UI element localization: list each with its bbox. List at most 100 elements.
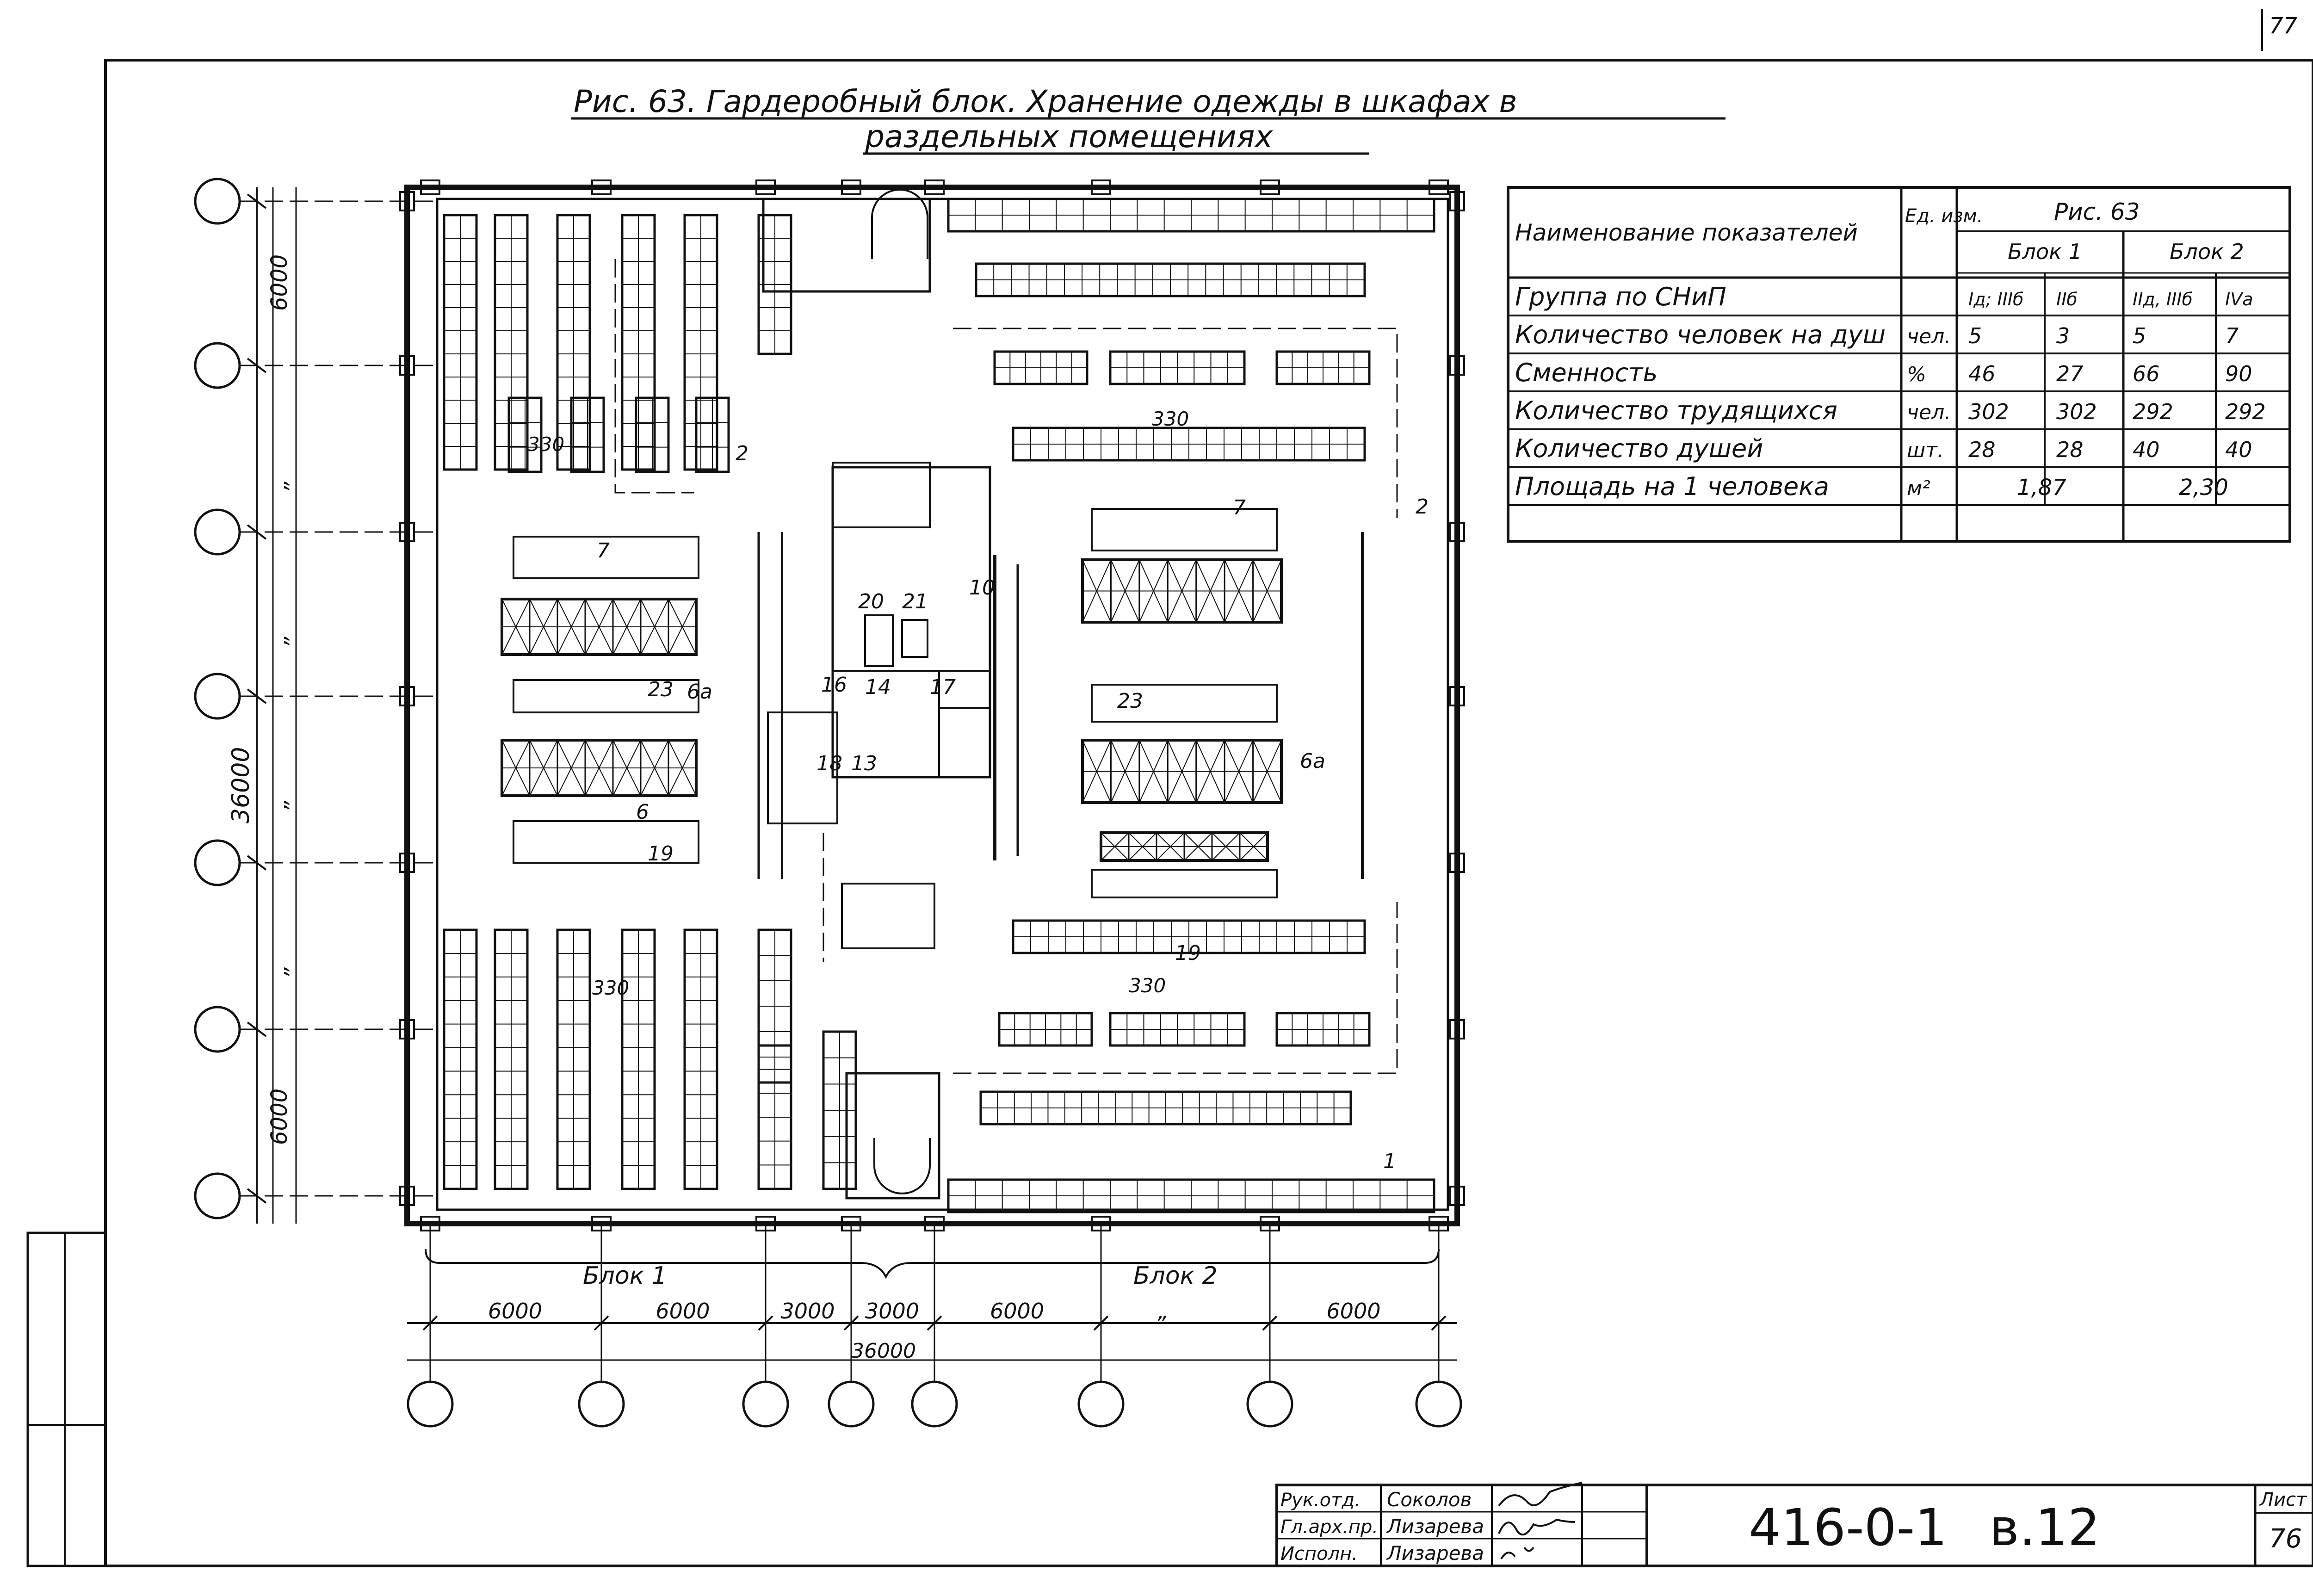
bottom-dim-0: 6000 bbox=[488, 1299, 542, 1324]
stamp-name: Лизарева bbox=[1386, 1515, 1484, 1538]
signatures bbox=[1498, 1482, 1583, 1560]
grid-bubble-row-4 bbox=[194, 839, 241, 886]
grid-bubble-col-2 bbox=[742, 1380, 789, 1428]
grid-bubble-col-3 bbox=[828, 1380, 875, 1428]
table-cell: 90 bbox=[2225, 361, 2252, 386]
central-core bbox=[614, 189, 1398, 1200]
indicators-table: Наименование показателей Ед. изм. Рис. 6… bbox=[1507, 186, 2291, 543]
room-label-12: 17 bbox=[930, 675, 956, 699]
grid-bubble-row-3 bbox=[194, 673, 241, 720]
drawing-code: 416-0-1 bbox=[1749, 1498, 1947, 1557]
table-cell: 28 bbox=[2056, 437, 2084, 462]
dressing-bench bbox=[513, 679, 699, 713]
grid-bubble-col-0 bbox=[407, 1380, 454, 1428]
dim-tick bbox=[843, 1315, 859, 1331]
bottom-dim-5: „ bbox=[1158, 1299, 1169, 1324]
dim-tick bbox=[247, 855, 267, 871]
dim-tick bbox=[247, 688, 267, 704]
figure-title: Рис. 63. Гардеробный блок. Хранение одеж… bbox=[571, 84, 1725, 155]
grid-bubble-col-5 bbox=[1077, 1380, 1125, 1428]
grid-bubble-col-7 bbox=[1415, 1380, 1462, 1428]
stamp-role: Исполн. bbox=[1280, 1543, 1358, 1565]
column-marker bbox=[841, 179, 861, 195]
level-label-2: 330 bbox=[592, 977, 629, 999]
table-row-name: Количество душей bbox=[1515, 434, 1763, 463]
column-marker bbox=[1449, 355, 1465, 376]
grid-bubble-col-4 bbox=[911, 1380, 958, 1428]
table-header-block2: Блок 2 bbox=[2170, 239, 2244, 264]
bottom-dim-1: 6000 bbox=[656, 1299, 710, 1324]
room-label-3: 6 bbox=[636, 800, 649, 824]
column-marker bbox=[1449, 686, 1465, 706]
left-dimension-chain: 6000„„„„6000 36000 bbox=[227, 187, 292, 1224]
level-label-3: 330 bbox=[1129, 974, 1166, 997]
bottom-dim-4: 6000 bbox=[990, 1299, 1044, 1324]
left-dim-5: 6000 bbox=[266, 1089, 292, 1145]
table-row-unit: чел. bbox=[1907, 401, 1951, 424]
dim-tick bbox=[1093, 1315, 1109, 1331]
dim-tick bbox=[1262, 1315, 1278, 1331]
dim-tick bbox=[422, 1315, 438, 1331]
room-label-17: 21 bbox=[902, 590, 928, 613]
table-row-unit: м² bbox=[1907, 476, 1930, 500]
table-row-name: Количество человек на душ bbox=[1515, 320, 1886, 349]
block1-label: Блок 1 bbox=[583, 1262, 667, 1290]
table-header-block1: Блок 1 bbox=[2008, 239, 2082, 264]
left-dim-2: „ bbox=[266, 634, 292, 645]
table-cell: 292 bbox=[2133, 399, 2173, 424]
dressing-bench bbox=[1091, 869, 1278, 898]
table-header-unit: Ед. изм. bbox=[1905, 205, 1983, 227]
room-label-9: 13 bbox=[851, 752, 877, 775]
table-cell: 2,30 bbox=[2179, 475, 2228, 501]
table-header-fig: Рис. 63 bbox=[2054, 198, 2140, 225]
dim-tick bbox=[594, 1315, 609, 1331]
sheet-number: 76 bbox=[2269, 1524, 2302, 1554]
room-label-10: 14 bbox=[865, 675, 891, 699]
grid-bubble-row-5 bbox=[194, 1006, 241, 1053]
table-cell: 27 bbox=[2056, 361, 2084, 386]
inner-wall bbox=[436, 198, 1449, 1211]
room-label-16: 20 bbox=[858, 590, 884, 613]
dim-tick bbox=[758, 1315, 773, 1331]
table-cell: 40 bbox=[2133, 437, 2160, 462]
column-marker bbox=[924, 179, 945, 195]
shower-blocks bbox=[501, 508, 1283, 898]
table-cell: IVа bbox=[2225, 289, 2253, 309]
table-cell: 1,87 bbox=[2017, 475, 2066, 501]
column-marker bbox=[591, 179, 612, 195]
dressing-bench bbox=[513, 820, 699, 864]
left-dim-4: „ bbox=[266, 965, 292, 976]
room-label-8: 10 bbox=[969, 576, 995, 600]
room-label-11: 16 bbox=[821, 673, 847, 697]
column-marker bbox=[1449, 853, 1465, 873]
table-row-name: Сменность bbox=[1515, 358, 1657, 387]
room-label-14: 19 bbox=[648, 842, 674, 866]
dressing-bench bbox=[1091, 508, 1278, 551]
dim-tick bbox=[247, 1188, 267, 1204]
block2-label: Блок 2 bbox=[1133, 1262, 1218, 1290]
room-label-0: 1 bbox=[1383, 1150, 1396, 1173]
dressing-bench bbox=[513, 536, 699, 579]
room-label-7: 7 bbox=[1233, 496, 1246, 520]
room-label-18: 23 bbox=[648, 678, 674, 701]
locker-rows-block1-top bbox=[443, 214, 792, 473]
table-cell: 5 bbox=[2133, 323, 2146, 348]
room-label-2: 2 bbox=[1416, 495, 1429, 519]
table-row-unit: шт. bbox=[1907, 439, 1944, 462]
column-marker bbox=[1260, 179, 1280, 195]
table-row-name: Группа по СНиП bbox=[1515, 282, 1726, 311]
stamp-role: Рук.отд. bbox=[1280, 1490, 1361, 1511]
grid-bubble-row-6 bbox=[194, 1172, 241, 1219]
bottom-dim-2: 3000 bbox=[781, 1299, 835, 1324]
bottom-dim-3: 3000 bbox=[865, 1299, 919, 1324]
room-label-6: 7 bbox=[597, 539, 610, 563]
title-line-2: раздельных помещениях bbox=[865, 119, 1273, 155]
dim-tick bbox=[927, 1315, 942, 1331]
locker-rows-block2 bbox=[947, 198, 1435, 1213]
grid-bubble-row-1 bbox=[194, 342, 241, 389]
column-marker bbox=[420, 179, 440, 195]
table-cell: 302 bbox=[2056, 399, 2097, 424]
bottom-total-dim: 36000 bbox=[851, 1339, 916, 1363]
level-label-1: 330 bbox=[1152, 408, 1189, 430]
